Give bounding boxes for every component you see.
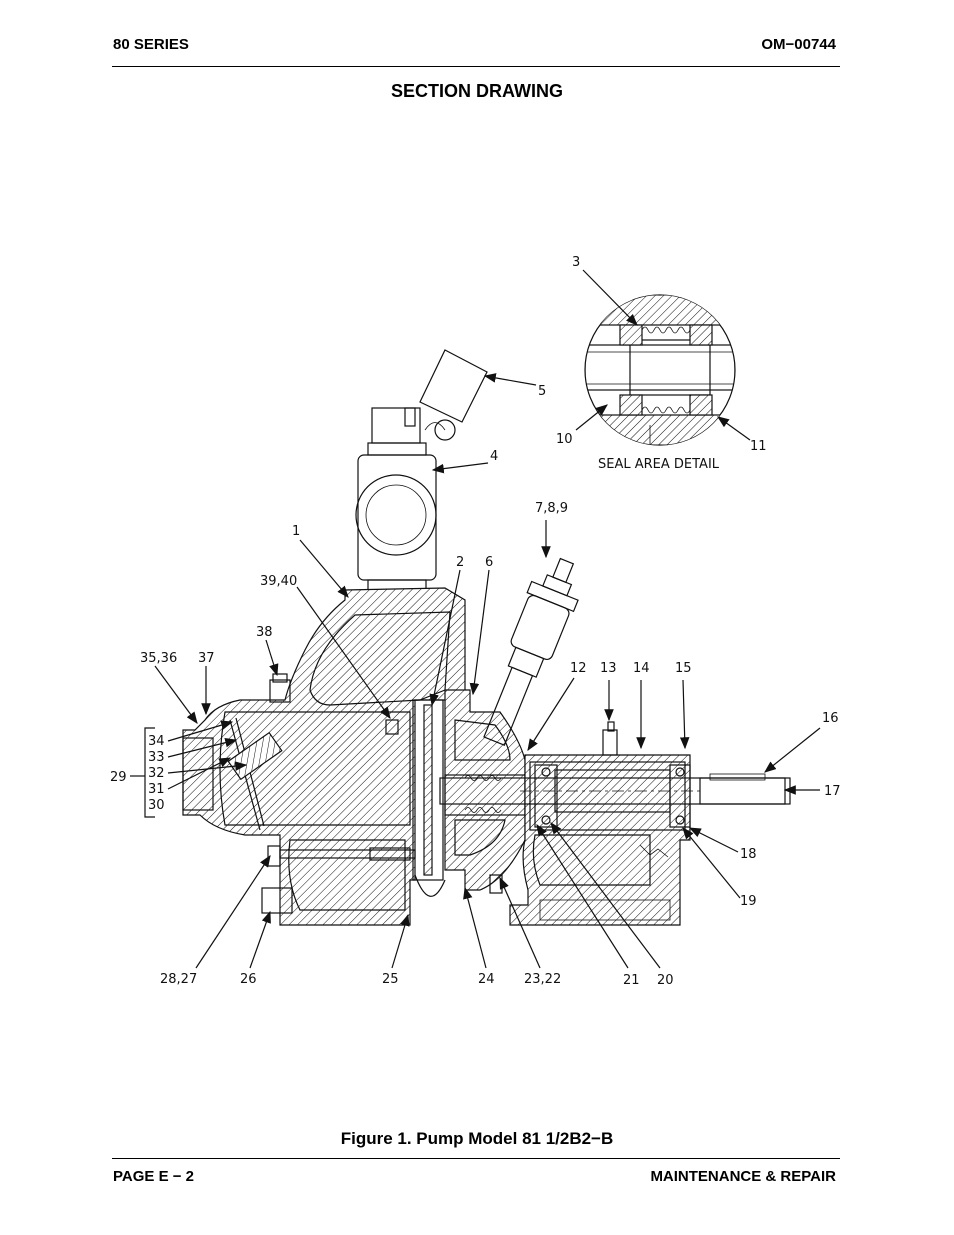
callout-23-22: 23,22 [524,972,561,987]
callout-13: 13 [600,661,617,676]
pump-casing [182,587,466,926]
callout-6: 6 [485,555,493,570]
section-title: SECTION DRAWING [390,81,563,101]
callout-18: 18 [740,847,757,862]
impeller-area [412,689,526,897]
callout-37: 37 [198,651,215,666]
header-series: 80 SERIES [113,36,189,53]
callout-34: 34 [148,734,165,749]
callout-14: 14 [633,661,650,676]
callout-35-36: 35,36 [140,651,177,666]
callout-25: 25 [382,972,399,987]
callout-38: 38 [256,625,273,640]
callout-31: 31 [148,782,165,797]
callout-17: 17 [824,784,841,799]
callout-7-8-9: 7,8,9 [535,501,568,516]
callout-20: 20 [657,973,674,988]
footer-rule [112,1158,840,1159]
callout-28-27: 28,27 [160,972,197,987]
seal-area-detail [584,294,736,446]
callout-4: 4 [490,449,498,464]
callout-21: 21 [623,973,640,988]
header-document-number: OM−00744 [761,36,836,53]
callout-16: 16 [822,711,839,726]
footer-section-name: MAINTENANCE & REPAIR [650,1168,836,1185]
callout-12: 12 [570,661,587,676]
leader-lines [130,269,821,969]
callout-2: 2 [456,555,464,570]
callout-39-40: 39,40 [260,574,297,589]
callout-10: 10 [556,432,573,447]
callout-29: 29 [110,770,127,785]
callout-15: 15 [675,661,692,676]
seal-area-detail-label: SEAL AREA DETAIL [598,457,720,472]
callout-24: 24 [478,972,495,987]
air-release-valve [483,557,579,746]
header-rule [112,66,840,67]
callout-26: 26 [240,972,257,987]
bearing-housing [509,721,691,926]
callout-33: 33 [148,750,165,765]
callout-1: 1 [292,524,300,539]
callout-19: 19 [740,894,757,909]
callout-3: 3 [572,255,580,270]
callout-labels: 3 5 10 11 SEAL AREA DETAIL 4 7,8,9 1 2 6… [110,255,841,988]
fill-cap-assembly [355,349,488,611]
callout-5: 5 [538,384,546,399]
footer-page-number: PAGE E − 2 [113,1168,195,1185]
callout-30: 30 [148,798,165,813]
callout-32: 32 [148,766,165,781]
figure-caption: Figure 1. Pump Model 81 1/2B2−B [340,1129,614,1148]
callout-11: 11 [750,439,767,454]
